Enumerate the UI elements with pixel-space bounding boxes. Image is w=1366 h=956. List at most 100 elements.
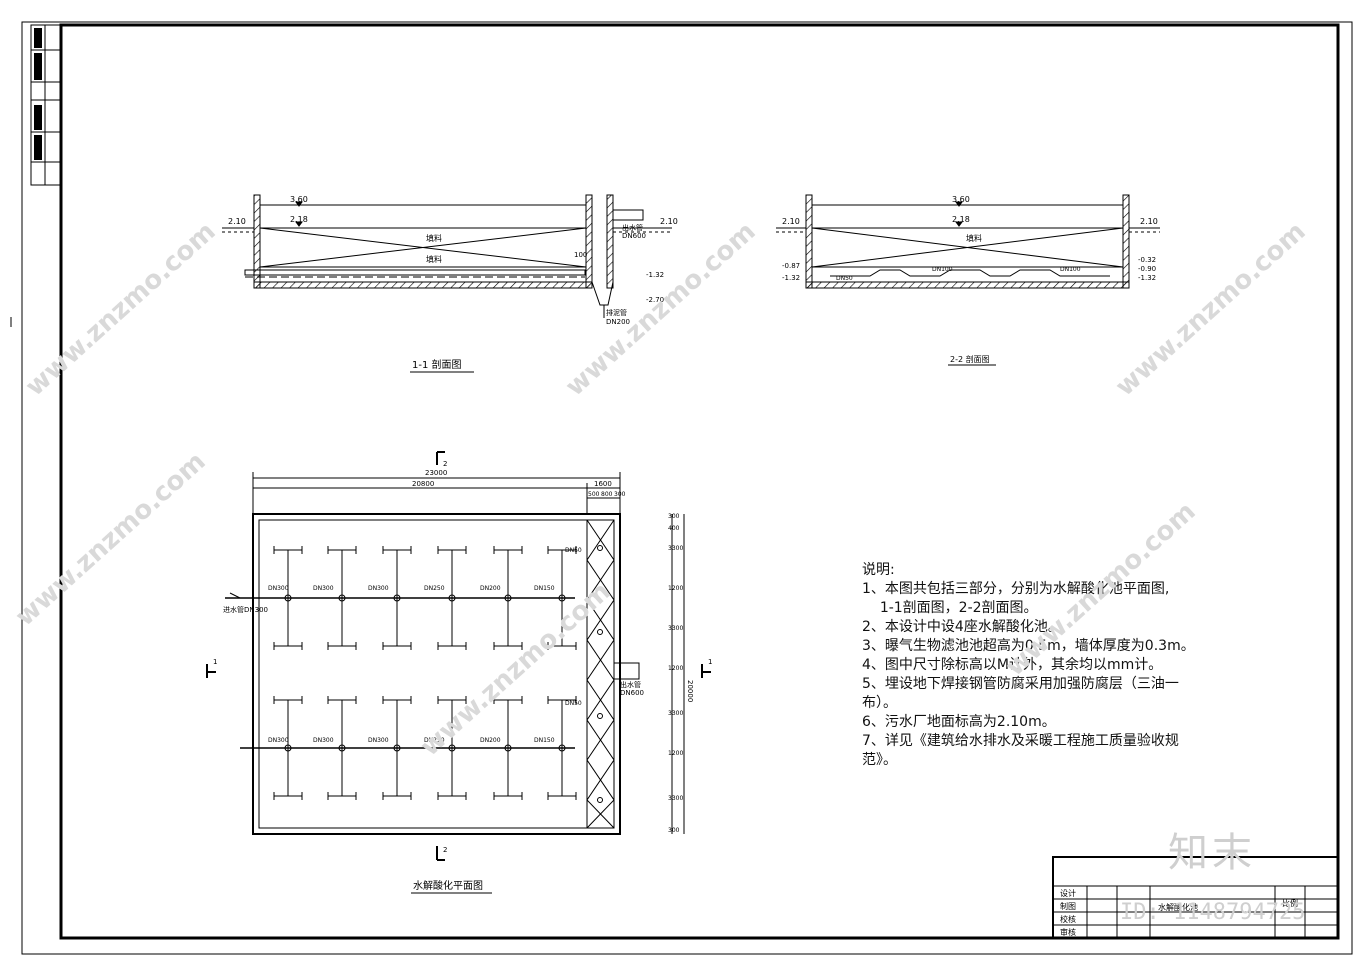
s2-elev-water: 2.18	[952, 215, 970, 224]
tb-drawing-name: 水解酸化池	[1158, 902, 1198, 912]
s2-elev-right1: -0.32	[1138, 256, 1156, 264]
tb-row-3: 审核	[1060, 927, 1076, 937]
binding-strip	[30, 24, 62, 186]
plan-right-total: 20000	[686, 680, 694, 702]
plan-rdim-5: 1200	[668, 665, 683, 672]
channel-outlet	[597, 629, 603, 635]
plan-dn-top-3: DN250	[424, 585, 445, 592]
plan-small-dn-bottom: DN50	[565, 700, 582, 707]
s1-sludge-dn: DN200	[606, 318, 630, 326]
notes-line-5: 5、埋设地下焊接钢管防腐采用加强防腐层（三油一布）。	[862, 676, 1179, 711]
plan-inlet-label: 进水管DN300	[223, 605, 268, 614]
design-notes: 说明: 1、本图共包括三部分，分别为水解酸化池平面图, 1-1剖面图，2-2剖面…	[862, 561, 1202, 770]
section-1-1	[222, 194, 672, 318]
watermark-brand: 知末	[1168, 830, 1256, 876]
section-2-2	[776, 194, 1160, 289]
plan-dn-top-0: DN300	[268, 585, 289, 592]
notes-line-4: 4、图中尺寸除标高以M计外，其余均以mm计。	[862, 657, 1163, 673]
plan-title: 水解酸化平面图	[413, 879, 483, 892]
plan-right-dims: 300 400 3300 1200 3300 1200 3300 1200 33…	[668, 513, 683, 834]
plan-dn-bot-5: DN150	[534, 737, 555, 744]
plan-dn-row-bottom: DN300 DN300 DN300 DN250 DN200 DN150	[268, 737, 555, 744]
plan-rdim-8: 3300	[668, 795, 683, 802]
s1-elev-top: 3.60	[290, 195, 308, 204]
plan-outlet-label: 出水管	[620, 680, 641, 689]
pipe-junction	[284, 594, 292, 602]
channel-outlet	[597, 545, 603, 551]
plan-view	[206, 451, 711, 861]
pipe-junction	[448, 594, 456, 602]
s1-elev-water: 2.18	[290, 215, 308, 224]
plan-dim-300: 300	[614, 491, 626, 498]
s2-elev-left1: -0.87	[782, 262, 800, 270]
plan-rdim-9: 300	[668, 827, 680, 834]
pipe-junction	[504, 594, 512, 602]
s1-sludge-label: 排泥管	[606, 308, 627, 317]
s2-dn-a: DN100	[932, 266, 953, 273]
channel-outlet	[597, 797, 603, 803]
s1-filler-upper: 填料	[426, 233, 442, 243]
plan-rdim-6: 3300	[668, 710, 683, 717]
s2-elev-top: 3.60	[952, 195, 970, 204]
plan-dn-top-4: DN200	[480, 585, 501, 592]
plan-dn-row-top: DN300 DN300 DN300 DN250 DN200 DN150	[268, 585, 555, 592]
plan-rdim-1: 400	[668, 525, 680, 532]
plan-dn-top-1: DN300	[313, 585, 334, 592]
s1-filler-lower: 填料	[426, 254, 442, 264]
tb-row-2: 校核	[1060, 914, 1076, 924]
pipe-junction	[558, 744, 566, 752]
plan-dn-top-2: DN300	[368, 585, 389, 592]
tb-row-1: 制图	[1060, 901, 1076, 911]
pipe-junction	[504, 744, 512, 752]
tb-row-0: 设计	[1060, 888, 1076, 898]
pipe-junction	[393, 744, 401, 752]
diffuser-laterals	[273, 545, 603, 803]
s2-elev-left2: -1.32	[782, 274, 800, 282]
pipe-junction	[448, 744, 456, 752]
plan-dn-bot-0: DN300	[268, 737, 289, 744]
s2-elev-right2: -0.90	[1138, 265, 1156, 273]
pipe-junction	[284, 744, 292, 752]
plan-outlet-dn: DN600	[620, 689, 644, 697]
inner-frame	[59, 23, 1340, 940]
pipe-junction	[338, 744, 346, 752]
plan-rdim-7: 1200	[668, 750, 683, 757]
s1-outlet-label: 出水管	[622, 223, 643, 232]
s2-elev-ground-left: 2.10	[782, 217, 800, 226]
outer-border	[21, 21, 1353, 955]
notes-line-1: 1-1剖面图，2-2剖面图。	[862, 600, 1038, 616]
s2-elev-ground-right: 2.10	[1140, 217, 1158, 226]
plan-rdim-0: 300	[668, 513, 680, 520]
notes-line-0: 1、本图共包括三部分，分别为水解酸化池平面图,	[862, 581, 1170, 597]
plan-rdim-2: 3300	[668, 545, 683, 552]
s2-filler-upper: 填料	[966, 233, 982, 243]
s1-elev-ground: 2.10	[228, 217, 246, 226]
plan-mark-1-right: 1	[708, 658, 712, 666]
plan-dn-top-5: DN150	[534, 585, 555, 592]
s1-elev-neg1: -1.32	[646, 271, 664, 279]
s1-title: 1-1 剖面图	[412, 358, 462, 371]
s1-elev-ground-right: 2.10	[660, 217, 678, 226]
notes-line-3: 3、曝气生物滤池池超高为0.5m，墙体厚度为0.3m。	[862, 638, 1195, 654]
watermark-id: ID: 1148794725	[1120, 900, 1306, 925]
s1-outlet-dn: DN600	[622, 232, 646, 240]
pipe-junction	[393, 594, 401, 602]
notes-line-2: 2、本设计中设4座水解酸化池。	[862, 619, 1062, 635]
plan-dn-bot-1: DN300	[313, 737, 334, 744]
notes-line-7: 7、详见《建筑给水排水及采暖工程施工质量验收规范》。	[862, 733, 1179, 768]
channel-outlet	[597, 713, 603, 719]
plan-rdim-4: 3300	[668, 625, 683, 632]
plan-mark-2-bottom: 2	[443, 846, 447, 854]
plan-dim-main: 20800	[412, 480, 434, 488]
plan-rdim-3: 1200	[668, 585, 683, 592]
pipe-junction	[338, 594, 346, 602]
plan-dn-bot-2: DN300	[368, 737, 389, 744]
s1-elev-neg2: -2.70	[646, 296, 664, 304]
plan-dim-800: 800	[601, 491, 613, 498]
s1-dim-100: 100	[574, 251, 587, 259]
plan-dim-total: 23000	[425, 469, 447, 477]
plan-mark-1-left: 1	[213, 658, 217, 666]
plan-mark-2-top: 2	[443, 460, 447, 468]
plan-small-dn-top: DN50	[565, 547, 582, 554]
s2-dn-b: DN50	[836, 275, 853, 282]
